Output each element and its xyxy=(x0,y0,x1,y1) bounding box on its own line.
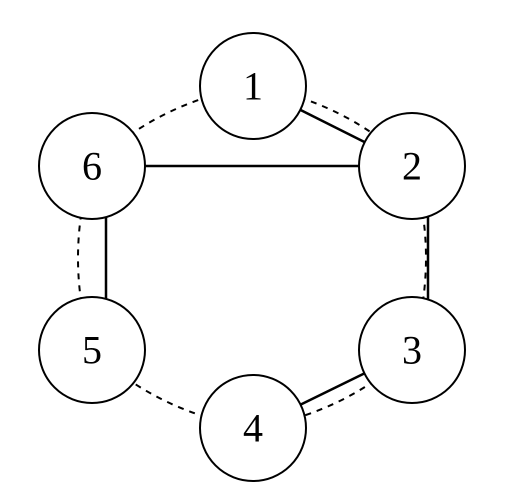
node-4: 4 xyxy=(199,374,307,482)
node-circle xyxy=(358,296,466,404)
node-circle xyxy=(199,32,307,140)
node-label: 6 xyxy=(82,144,102,189)
node-circle xyxy=(38,112,146,220)
node-circle xyxy=(358,112,466,220)
node-6: 6 xyxy=(38,112,146,220)
node-circle xyxy=(38,296,146,404)
node-5: 5 xyxy=(38,296,146,404)
node-1: 1 xyxy=(199,32,307,140)
node-label: 1 xyxy=(243,64,263,109)
node-circle xyxy=(199,374,307,482)
nodes-layer: 1 2 3 4 5 6 xyxy=(38,32,466,482)
node-2: 2 xyxy=(358,112,466,220)
node-label: 5 xyxy=(82,328,102,373)
node-label: 2 xyxy=(402,144,422,189)
edge-solid-1-2 xyxy=(299,108,366,144)
node-3: 3 xyxy=(358,296,466,404)
node-label: 3 xyxy=(402,328,422,373)
edge-solid-3-4 xyxy=(300,372,365,406)
node-label: 4 xyxy=(243,406,263,451)
